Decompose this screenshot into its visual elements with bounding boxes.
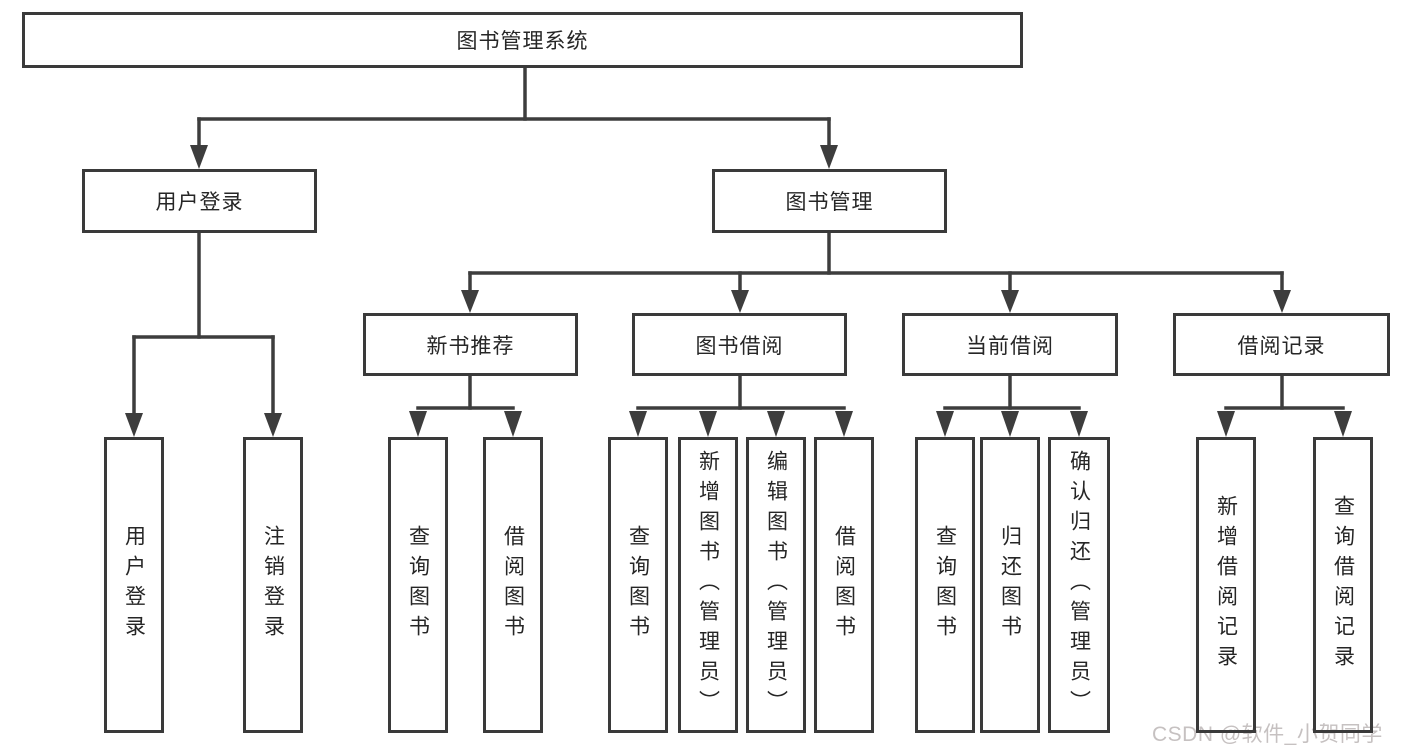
node-borrow-records: 借阅记录 xyxy=(1173,313,1390,376)
leaf-query-books-newrec: 查询图书 xyxy=(388,437,448,733)
leaf-borrow-books-newrec-label: 借阅图书 xyxy=(501,525,525,645)
leaf-return-books-label: 归还图书 xyxy=(998,525,1022,645)
node-current-borrow: 当前借阅 xyxy=(902,313,1118,376)
leaf-user-login: 用户登录 xyxy=(104,437,164,733)
leaf-user-login-label: 用户登录 xyxy=(122,525,146,645)
leaf-add-borrow-record-label: 新增借阅记录 xyxy=(1214,495,1238,675)
node-user-login: 用户登录 xyxy=(82,169,317,233)
leaf-query-books-current: 查询图书 xyxy=(915,437,975,733)
leaf-return-books: 归还图书 xyxy=(980,437,1040,733)
leaf-confirm-return-admin-label: 确认归还（管理员） xyxy=(1067,450,1091,720)
leaf-query-books-borrow-label: 查询图书 xyxy=(626,525,650,645)
leaf-add-books-admin-label: 新增图书（管理员） xyxy=(696,450,720,720)
leaf-borrow-books-label: 借阅图书 xyxy=(832,525,856,645)
leaf-confirm-return-admin: 确认归还（管理员） xyxy=(1048,437,1110,733)
leaf-query-books-current-label: 查询图书 xyxy=(933,525,957,645)
leaf-add-books-admin: 新增图书（管理员） xyxy=(678,437,738,733)
leaf-add-borrow-record: 新增借阅记录 xyxy=(1196,437,1256,733)
node-user-login-label: 用户登录 xyxy=(155,191,244,214)
csdn-watermark: CSDN @软件_小贺同学 xyxy=(1152,723,1383,746)
node-book-borrow-label: 图书借阅 xyxy=(695,334,784,358)
leaf-query-books-borrow: 查询图书 xyxy=(608,437,668,733)
leaf-logout-login: 注销登录 xyxy=(243,437,303,733)
node-library-system: 图书管理系统 xyxy=(22,12,1023,68)
node-borrow-records-label: 借阅记录 xyxy=(1237,334,1326,358)
node-library-system-label: 图书管理系统 xyxy=(456,30,589,53)
node-current-borrow-label: 当前借阅 xyxy=(966,334,1054,358)
node-book-management: 图书管理 xyxy=(712,169,947,233)
leaf-query-books-newrec-label: 查询图书 xyxy=(406,525,430,645)
leaf-query-borrow-record: 查询借阅记录 xyxy=(1313,437,1373,733)
node-book-management-label: 图书管理 xyxy=(785,191,874,214)
node-book-borrow: 图书借阅 xyxy=(632,313,847,376)
node-new-book-recommend: 新书推荐 xyxy=(363,313,578,376)
leaf-edit-books-admin: 编辑图书（管理员） xyxy=(746,437,806,733)
leaf-borrow-books: 借阅图书 xyxy=(814,437,874,733)
leaf-logout-login-label: 注销登录 xyxy=(261,525,285,645)
node-new-book-recommend-label: 新书推荐 xyxy=(426,334,515,358)
leaf-edit-books-admin-label: 编辑图书（管理员） xyxy=(764,450,788,720)
leaf-borrow-books-newrec: 借阅图书 xyxy=(483,437,543,733)
leaf-query-borrow-record-label: 查询借阅记录 xyxy=(1331,495,1355,675)
